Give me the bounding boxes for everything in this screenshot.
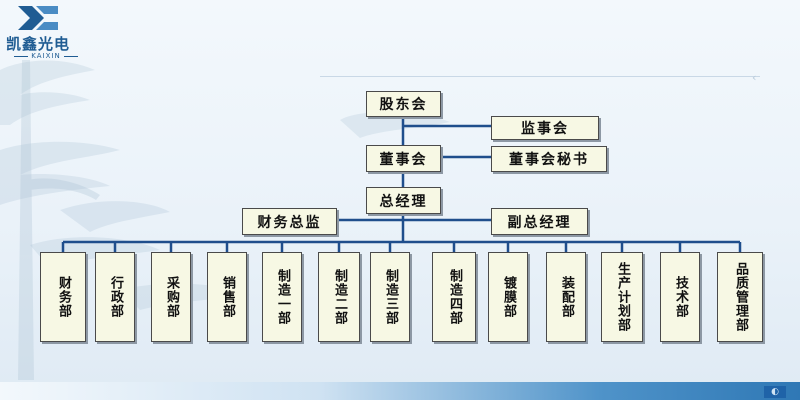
dept-production-planning: 生产计划部: [601, 252, 643, 342]
dept-manufacturing-3: 制造三部: [370, 252, 410, 342]
logo-name-en: KAIXIN: [4, 52, 88, 60]
node-supervisors: 监事会: [491, 116, 599, 140]
dept-manufacturing-1: 制造一部: [262, 252, 302, 342]
decorative-divider: [320, 76, 760, 77]
footer-bar: [0, 382, 800, 400]
node-general-manager: 总经理: [366, 187, 441, 214]
node-shareholders: 股东会: [366, 91, 441, 117]
logo-name-cn: 凯鑫光电: [6, 35, 71, 53]
dept-finance: 财务部: [40, 252, 86, 342]
dept-admin: 行政部: [95, 252, 135, 342]
page-indicator: ◐: [764, 386, 786, 398]
company-logo: 凯鑫光电 KAIXIN: [4, 4, 88, 62]
dept-technology: 技术部: [660, 252, 700, 342]
dept-coating: 镀膜部: [488, 252, 528, 342]
dept-manufacturing-2: 制造二部: [318, 252, 360, 342]
chevron-left-icon: ‹: [752, 71, 757, 84]
dept-purchasing: 采购部: [151, 252, 191, 342]
node-finance-director: 财务总监: [242, 208, 337, 235]
dept-assembly: 装配部: [546, 252, 586, 342]
dept-manufacturing-4: 制造四部: [432, 252, 476, 342]
node-board: 董事会: [366, 145, 441, 172]
dept-sales: 销售部: [207, 252, 247, 342]
node-board-secretary: 董事会秘书: [491, 146, 607, 172]
dept-quality-management: 品质管理部: [717, 252, 763, 342]
kaixin-logo-icon: [18, 6, 58, 30]
node-deputy-gm: 副总经理: [491, 208, 588, 235]
